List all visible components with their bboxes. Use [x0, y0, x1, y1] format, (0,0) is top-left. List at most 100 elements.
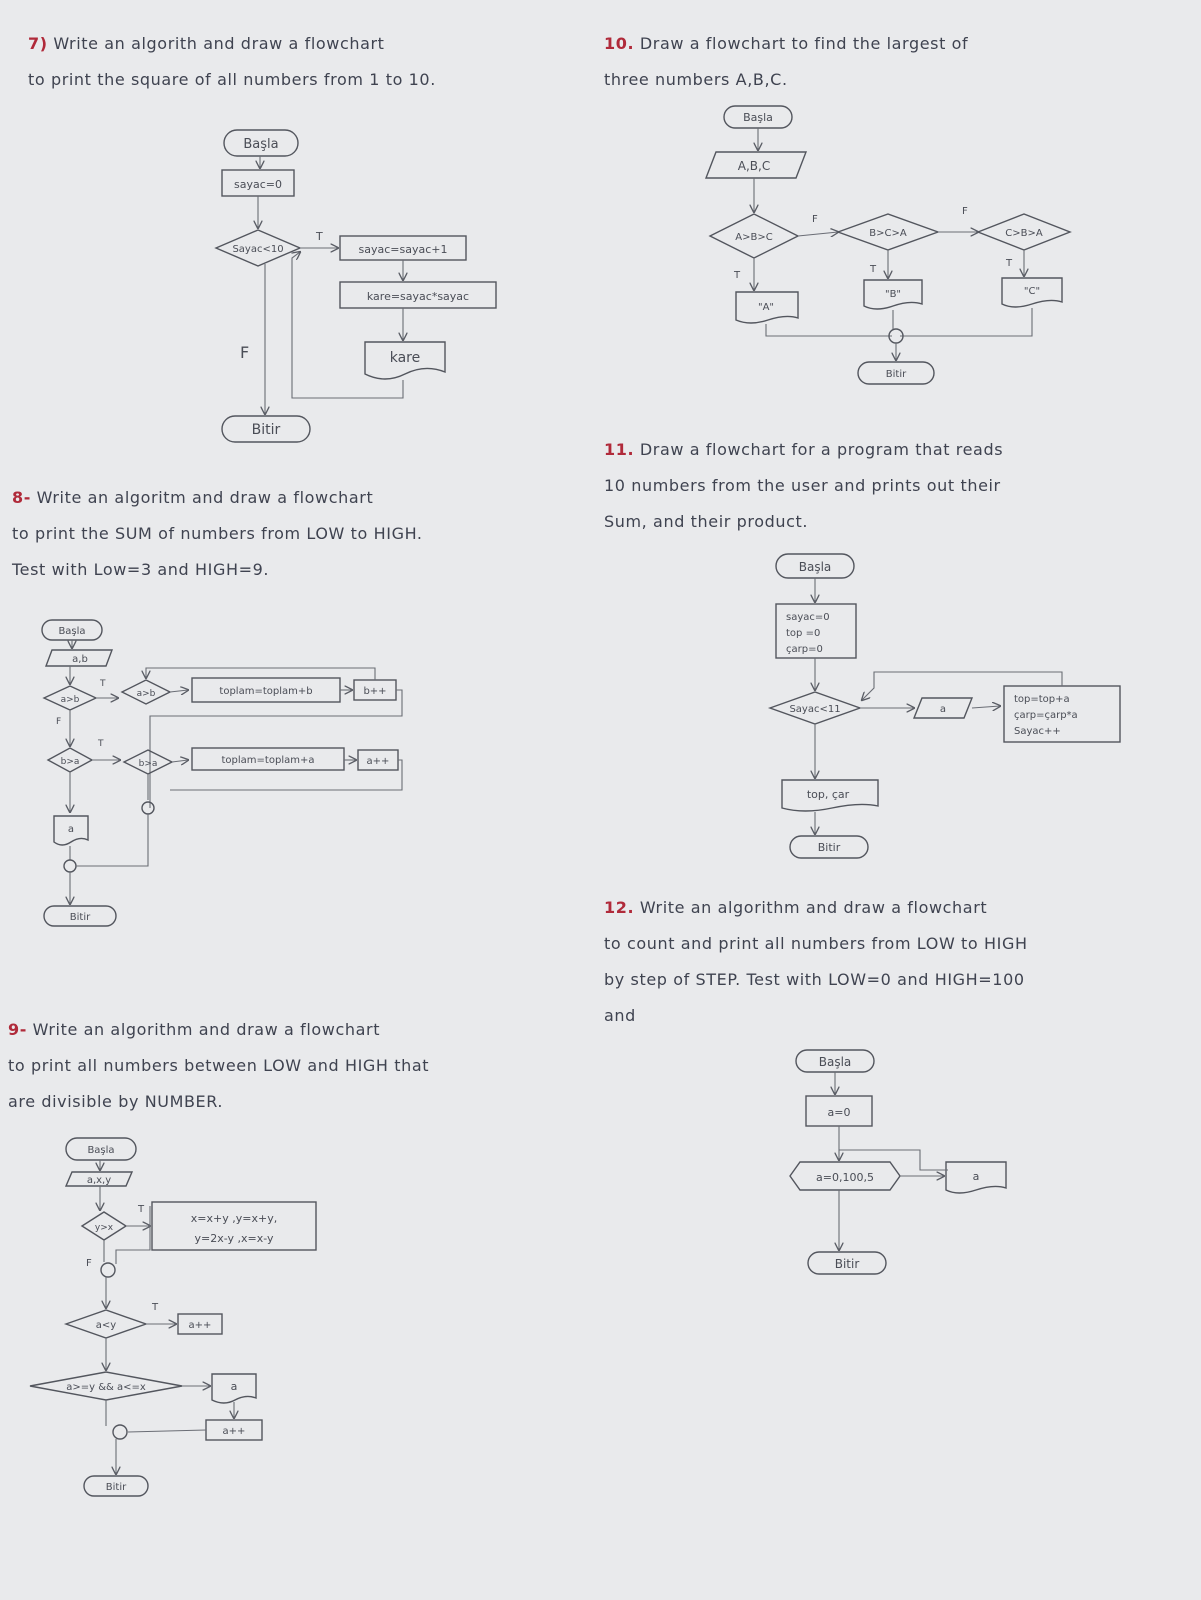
q10-cond2-true: T: [869, 264, 877, 275]
q11-start-label: Başla: [799, 560, 832, 574]
q9-cond3-label: a>=y && a<=x: [66, 1382, 146, 1393]
q7-init-label: sayac=0: [234, 178, 282, 191]
q12-end-label: Bitir: [835, 1257, 860, 1271]
q10-cond1-false: F: [812, 214, 818, 225]
q8-output-shape: [53, 815, 89, 846]
q9-line-3: are divisible by NUMBER.: [8, 1092, 224, 1111]
q7-end-label: Bitir: [252, 422, 281, 438]
q8-sum-a-box: [191, 747, 345, 771]
q7-increment-label: sayac=sayac+1: [359, 243, 448, 256]
q8-inc-b-label: b++: [363, 686, 386, 697]
q10-input-shape: [704, 151, 808, 179]
q9-inc-box: [177, 1313, 223, 1335]
q10-cond1-label: A>B>C: [735, 232, 772, 243]
q9-start-label: Başla: [87, 1145, 114, 1156]
q12-number: 12.: [604, 898, 635, 917]
q10-out-a-shape: [735, 291, 799, 324]
q8-output-label: a: [68, 824, 74, 835]
q9-swap-box: [151, 1201, 317, 1251]
q11-init-line-2: top =0: [786, 628, 820, 639]
q10-line-2: three numbers A,B,C.: [604, 70, 788, 89]
q8-line-1: 8- Write an algoritm and draw a flowchar…: [12, 488, 374, 507]
q10-out-b-label: "B": [885, 289, 901, 300]
q8-cond1b-label: a>b: [137, 689, 156, 699]
q10-cond3-true: T: [1005, 258, 1013, 269]
q11-end-terminal: [789, 835, 869, 859]
q9-cond1-false: F: [86, 1258, 92, 1269]
q12-end-terminal: [807, 1251, 887, 1275]
q7-cond-label: Sayac<10: [232, 244, 283, 255]
q8-text: 8- Write an algoritm and draw a flowchar…: [12, 480, 423, 588]
q10-line-1: 10. Draw a flowchart to find the largest…: [604, 34, 969, 53]
q10-cond1-true: T: [733, 270, 741, 281]
q11-line-3: Sum, and their product.: [604, 512, 809, 531]
q9-number: 9-: [8, 1020, 27, 1039]
q10-cond3-label: C>B>A: [1005, 228, 1043, 239]
q7-number: 7): [28, 34, 48, 53]
q9-output-shape: [211, 1373, 257, 1404]
q8-sum-b-label: toplam=toplam+b: [219, 686, 312, 697]
q11-input-label: a: [940, 704, 946, 715]
q9-swap-line-1: x=x+y ,y=x+y,: [191, 1212, 277, 1225]
q8-sum-a-label: toplam=toplam+a: [222, 755, 315, 766]
q8-input-shape: [44, 649, 114, 667]
q7-start-terminal: [223, 129, 299, 157]
q8-cond1-false: F: [56, 717, 61, 727]
q10-text: 10. Draw a flowchart to find the largest…: [604, 26, 968, 98]
q11-number: 11.: [604, 440, 635, 459]
q11-init-line-1: sayac=0: [786, 612, 830, 623]
q9-inc-label: a++: [189, 1320, 212, 1331]
q12-init-label: a=0: [828, 1106, 851, 1119]
q8-cond2-label: b>a: [61, 757, 80, 767]
q8-cond1-label: a>b: [61, 695, 80, 705]
q8-cond2-true: T: [97, 739, 104, 749]
q7-start-label: Başla: [243, 137, 278, 152]
q10-out-b-shape: [863, 279, 923, 310]
q10-input-label: A,B,C: [738, 159, 770, 173]
q9-line-2: to print all numbers between LOW and HIG…: [8, 1056, 430, 1075]
q10-cond2-false: F: [962, 206, 968, 217]
q9-output-label: a: [231, 1380, 238, 1393]
q7-output-shape: [364, 341, 446, 380]
q8-line-2: to print the SUM of numbers from LOW to …: [12, 524, 423, 543]
q12-line-2: to count and print all numbers from LOW …: [604, 934, 1028, 953]
q10-out-c-label: "C": [1024, 286, 1040, 297]
q9-text: 9- Write an algorithm and draw a flowcha…: [8, 1012, 429, 1120]
q10-start-label: Başla: [743, 111, 773, 124]
q7-output-label: kare: [390, 350, 421, 366]
q8-number: 8-: [12, 488, 31, 507]
q8-cond2b-label: b>a: [139, 759, 158, 769]
q12-line-3: by step of STEP. Test with LOW=0 and HIG…: [604, 970, 1025, 989]
q9-start-terminal: [65, 1137, 137, 1161]
q12-output-label: a: [973, 1170, 980, 1183]
q11-text: 11. Draw a flowchart for a program that …: [604, 432, 1003, 540]
q11-output-shape: [781, 779, 879, 812]
q9-swap-line-2: y=2x-y ,x=x-y: [194, 1232, 274, 1245]
q10-cond3-diamond: [976, 213, 1072, 251]
q9-end-label: Bitir: [106, 1482, 127, 1493]
q8-inc-a-label: a++: [367, 756, 390, 767]
q8-start-label: Başla: [58, 626, 85, 637]
q12-start-label: Başla: [819, 1055, 852, 1069]
q8-end-terminal: [43, 905, 117, 927]
q7-square-box: [339, 281, 497, 309]
q8-line-3: Test with Low=3 and HIGH=9.: [12, 560, 270, 579]
q7-line-2: to print the square of all numbers from …: [28, 70, 436, 89]
q11-cond-label: Sayac<11: [789, 704, 840, 715]
q11-body-line-1: top=top+a: [1014, 694, 1070, 705]
q11-init-box: [775, 603, 857, 659]
q12-flowchart: Başla a=0 a=0,100,5 a Bitir: [789, 1049, 1007, 1275]
q12-text: 12. Write an algorithm and draw a flowch…: [604, 890, 1028, 1034]
q10-out-c-shape: [1001, 277, 1063, 308]
q7-square-label: kare=sayac*sayac: [367, 290, 469, 303]
q9-flowchart: Başla a,x,y y>x T x=x+y ,y=x+y, y=2x-y ,…: [29, 1137, 317, 1497]
q11-flowchart: Başla sayac=0 top =0 çarp=0 Sayac<11 a t…: [767, 553, 1121, 859]
q9-cond1-label: y>x: [95, 1223, 114, 1233]
q12-loop-label: a=0,100,5: [816, 1171, 874, 1184]
q8-input-label: a,b: [72, 654, 88, 665]
q8-end-label: Bitir: [70, 912, 91, 923]
q9-cond1-true: T: [137, 1204, 145, 1215]
q12-line-4: and: [604, 1006, 636, 1025]
q8-junction-1: [141, 801, 155, 815]
